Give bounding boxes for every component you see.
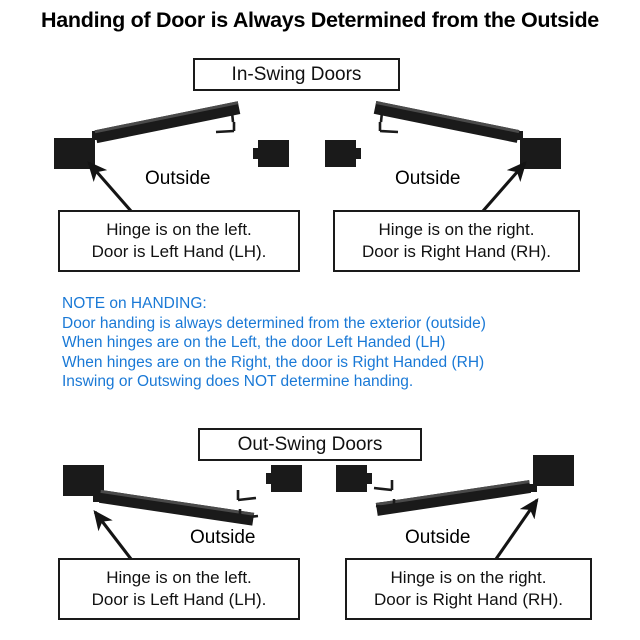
outside-label-out-swing-right: Outside: [405, 527, 471, 548]
caption-out-left-line1: Hinge is on the left.: [106, 567, 252, 587]
hinge-pivot-out-left: [93, 494, 102, 502]
strike-jamb-block-out-right: [336, 465, 367, 492]
caption-box-in-swing-right: Hinge is on the right. Door is Right Han…: [333, 210, 580, 272]
door-latch-hardware-out-right: [373, 480, 396, 510]
note-line-5: Inswing or Outswing does NOT determine h…: [62, 373, 414, 391]
hinge-pivot-in-right: [515, 131, 523, 140]
out-swing-left-door-plan: [63, 465, 302, 560]
door-latch-hardware-in-left: [213, 110, 236, 134]
pointer-arrow-in-right: [481, 161, 527, 213]
door-stop-out-left: [266, 473, 272, 484]
section-heading-out-swing-label: Out-Swing Doors: [237, 433, 383, 455]
hinge-jamb-block-in-right: [520, 138, 561, 169]
door-leaf-out-left: [98, 489, 255, 526]
note-line-2: Door handing is always determined from t…: [62, 314, 486, 332]
page-title: Handing of Door is Always Determined fro…: [41, 8, 599, 32]
door-leaf-out-right: [375, 480, 532, 516]
pointer-arrow-in-left: [87, 161, 133, 213]
caption-in-left-line2: Door is Left Hand (LH).: [91, 242, 267, 261]
outside-label-in-swing-left: Outside: [145, 168, 211, 189]
in-swing-left-door-plan: [54, 101, 289, 213]
in-swing-right-door-plan: [325, 101, 561, 213]
hinge-pivot-in-left: [92, 131, 100, 140]
caption-box-in-swing-left: Hinge is on the left. Door is Left Hand …: [58, 210, 300, 272]
pointer-arrow-out-left: [93, 510, 133, 560]
outside-label-out-swing-left: Outside: [190, 527, 256, 548]
caption-in-right-line2: Door is Right Hand (RH).: [362, 242, 551, 261]
caption-in-right-line1: Hinge is on the right.: [378, 219, 535, 239]
strike-jamb-block-in-left: [258, 140, 289, 167]
section-heading-in-swing-doors: In-Swing Doors: [193, 58, 400, 91]
caption-out-left-line2: Door is Left Hand (LH).: [91, 590, 267, 609]
hinge-jamb-block-out-right: [533, 455, 574, 486]
caption-in-left-line1: Hinge is on the left.: [106, 219, 252, 239]
note-on-handing-block: NOTE on HANDING: Door handing is always …: [62, 294, 602, 392]
pointer-arrow-out-right: [494, 497, 539, 560]
door-latch-hardware-out-left: [236, 490, 259, 520]
door-leaf-in-right: [373, 101, 520, 143]
caption-box-out-swing-right: Hinge is on the right. Door is Right Han…: [345, 558, 592, 620]
caption-out-right-line2: Door is Right Hand (RH).: [374, 590, 563, 609]
note-line-4: When hinges are on the Right, the door i…: [62, 353, 485, 371]
door-leaf-in-left: [94, 101, 241, 144]
door-stop-out-right: [366, 473, 372, 484]
hinge-pivot-out-right: [528, 484, 537, 492]
note-line-3: When hinges are on the Left, the door Le…: [62, 334, 446, 352]
door-stop-in-left: [253, 148, 259, 159]
door-latch-hardware-in-right: [378, 110, 401, 134]
strike-jamb-block-in-right: [325, 140, 356, 167]
strike-jamb-block-out-left: [271, 465, 302, 492]
section-heading-in-swing-label: In-Swing Doors: [231, 63, 362, 85]
door-stop-in-right: [355, 148, 361, 159]
hinge-jamb-block-in-left: [54, 138, 95, 169]
caption-box-out-swing-left: Hinge is on the left. Door is Left Hand …: [58, 558, 300, 620]
section-heading-out-swing-doors: Out-Swing Doors: [198, 428, 422, 461]
caption-out-right-line1: Hinge is on the right.: [390, 567, 547, 587]
note-line-1: NOTE on HANDING:: [62, 295, 207, 312]
outside-label-in-swing-right: Outside: [395, 168, 461, 189]
hinge-jamb-block-out-left: [63, 465, 104, 496]
